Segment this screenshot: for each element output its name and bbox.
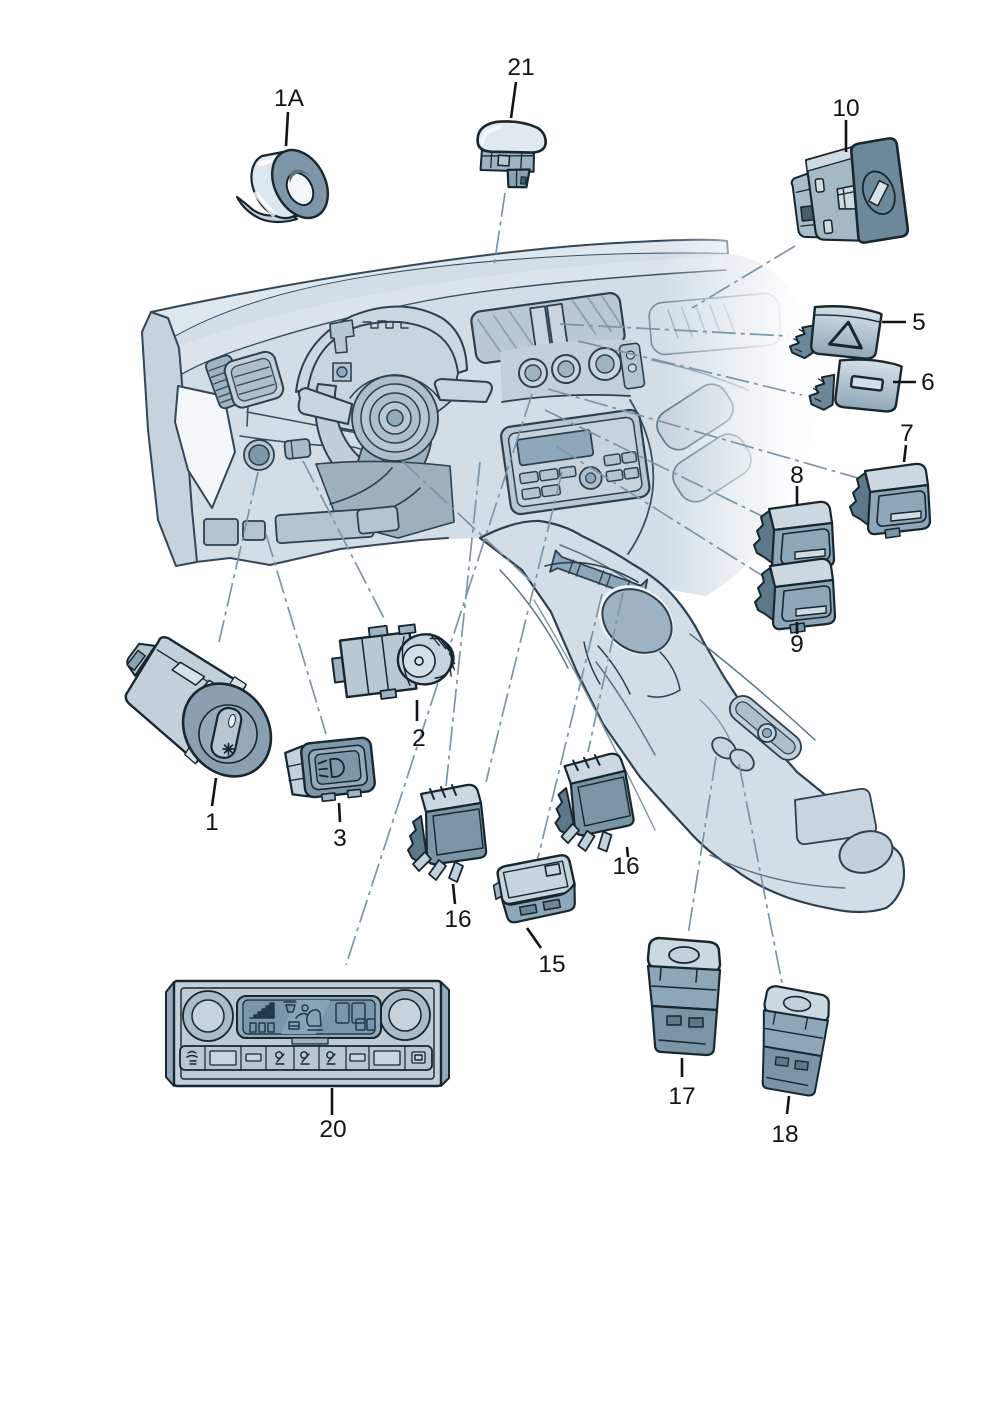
- svg-text:18: 18: [771, 1121, 798, 1148]
- svg-text:7: 7: [900, 420, 914, 447]
- svg-text:8: 8: [790, 462, 804, 489]
- svg-text:6: 6: [921, 369, 935, 396]
- svg-text:17: 17: [668, 1083, 695, 1110]
- svg-text:1A: 1A: [274, 85, 305, 112]
- svg-text:5: 5: [912, 309, 926, 336]
- svg-text:3: 3: [333, 825, 347, 852]
- svg-text:20: 20: [319, 1116, 346, 1143]
- svg-text:16: 16: [444, 906, 471, 933]
- svg-text:2: 2: [412, 725, 426, 752]
- svg-text:16: 16: [612, 853, 639, 880]
- svg-text:21: 21: [507, 54, 534, 81]
- svg-text:9: 9: [790, 631, 804, 658]
- svg-text:15: 15: [538, 951, 565, 978]
- svg-text:10: 10: [832, 95, 859, 122]
- svg-text:1: 1: [205, 809, 219, 836]
